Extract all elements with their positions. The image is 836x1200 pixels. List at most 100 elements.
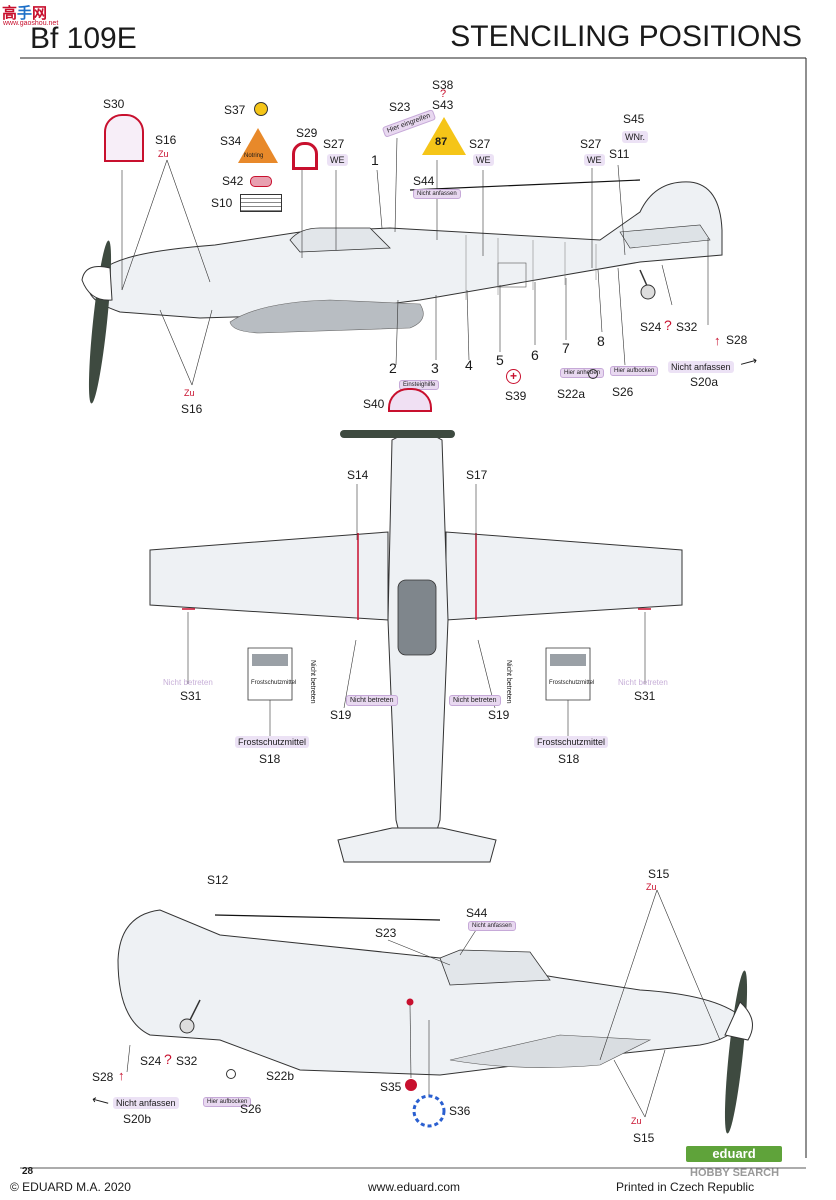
- label-s12: S12: [207, 873, 229, 887]
- label-s16-bottom: S16: [181, 402, 203, 416]
- label-s19-left: S19: [330, 708, 352, 722]
- stencil-s31-left-text: Nicht betreten: [163, 678, 213, 687]
- stencil-s31-right-text: Nicht betreten: [618, 678, 668, 687]
- label-s32-bottom: S32: [176, 1054, 198, 1068]
- page-title-right: STENCILING POSITIONS: [450, 20, 802, 53]
- label-s11: S11: [609, 147, 630, 161]
- label-s36: S36: [449, 1104, 471, 1118]
- position-6: 6: [531, 347, 539, 363]
- position-7: 7: [562, 340, 570, 356]
- label-s15-bottom: S15: [633, 1131, 655, 1145]
- watermark-logo: 高手网: [2, 2, 47, 23]
- top-view-plan: [149, 430, 683, 863]
- label-s40: S40: [363, 397, 385, 411]
- label-s16-top: S16: [155, 133, 177, 147]
- stencil-nicht-anfassen-small: Nicht anfassen: [413, 189, 461, 199]
- question-s24-bottom: ?: [164, 1051, 172, 1067]
- label-s34: S34: [220, 134, 242, 148]
- watermark-url: www.gaoshou.net: [3, 20, 59, 27]
- watermark-char-3: 网: [32, 5, 48, 22]
- label-s18-right: S18: [558, 752, 580, 766]
- stencil-nicht-anfassen-bottom: Nicht anfassen: [113, 1097, 179, 1109]
- label-s28-bottom: S28: [92, 1070, 114, 1084]
- stencil-nicht-betreten-vert-right: Nicht betreten: [505, 660, 512, 704]
- position-4: 4: [465, 357, 473, 373]
- label-s23-bottom: S23: [375, 926, 397, 940]
- stencil-zu-right-bottom: Zu: [631, 1116, 642, 1126]
- page-number: 28: [22, 1166, 34, 1177]
- stencil-nicht-betreten-left: Nicht betreten: [346, 695, 398, 706]
- label-s37: S37: [224, 103, 246, 117]
- stencil-frostschutzmittel-small-right: Frostschutzmittel: [549, 680, 595, 686]
- position-5: 5: [496, 352, 504, 368]
- stencil-wnr: WNr.: [622, 131, 648, 143]
- stencil-s42-marker: [250, 176, 272, 187]
- label-s27-a: S27: [323, 137, 345, 151]
- label-s31-right: S31: [634, 689, 656, 703]
- label-s31-left: S31: [180, 689, 202, 703]
- copyright: © EDUARD M.A. 2020: [10, 1180, 131, 1194]
- red-cross-icon: +: [506, 369, 521, 384]
- label-s44-top: S44: [413, 174, 435, 188]
- page-title-left: Bf 109E: [30, 22, 137, 55]
- position-8: 8: [597, 333, 605, 349]
- label-s32-top: S32: [676, 320, 698, 334]
- stencil-s22b-circle: [226, 1069, 236, 1079]
- watermark-char-1: 高: [2, 5, 18, 22]
- stencil-zu-top: Zu: [158, 149, 169, 159]
- watermark-char-2: 手: [17, 5, 33, 22]
- stencil-nicht-anfassen-small-bottom: Nicht anfassen: [468, 921, 516, 931]
- label-s43: S43: [432, 98, 454, 112]
- stencil-we-c: WE: [584, 154, 605, 166]
- position-3: 3: [431, 360, 439, 376]
- stencil-nicht-betreten-right: Nicht betreten: [449, 695, 501, 706]
- stencil-frostschutzmittel-small-left: Frostschutzmittel: [251, 680, 297, 686]
- website-link[interactable]: www.eduard.com: [368, 1180, 461, 1194]
- stencil-s30-marker: [104, 114, 144, 162]
- label-s20a: S20a: [690, 375, 719, 389]
- side-view-port: [81, 137, 723, 404]
- stencil-s22a-circle: [588, 369, 598, 379]
- label-s26: S26: [612, 385, 634, 399]
- position-2: 2: [389, 360, 397, 376]
- eduard-logo: eduard: [686, 1146, 782, 1162]
- position-1: 1: [371, 152, 379, 168]
- label-s45: S45: [623, 112, 645, 126]
- label-s27-c: S27: [580, 137, 602, 151]
- question-s38: ?: [440, 88, 447, 100]
- label-s22a: S22a: [557, 387, 586, 401]
- stencil-frostschutzmittel-left: Frostschutzmittel: [235, 736, 310, 748]
- stencil-hier-anheben: Hier anheben: [560, 368, 605, 378]
- label-s23-top: S23: [389, 100, 411, 114]
- arrow-up-icon-s28: ↑: [714, 333, 721, 348]
- stencil-s43-marker: [422, 117, 466, 155]
- label-s30: S30: [103, 97, 125, 111]
- stencil-we-a: WE: [327, 154, 348, 166]
- label-s17: S17: [466, 468, 488, 482]
- stencil-notring: Notring: [244, 153, 264, 159]
- label-s38: S38: [432, 78, 454, 92]
- label-s24-top: S24: [640, 320, 662, 334]
- label-s18-left: S18: [259, 752, 281, 766]
- label-s44-bottom: S44: [466, 906, 488, 920]
- label-s39: S39: [505, 389, 527, 403]
- stencil-frostschutzmittel-right: Frostschutzmittel: [534, 736, 609, 748]
- question-s24-top: ?: [664, 317, 672, 333]
- stencil-zu-bottom: Zu: [184, 388, 195, 398]
- stencil-zu-right-top: Zu: [646, 882, 657, 892]
- watermark-hobbysearch: HOBBY SEARCH: [690, 1167, 780, 1179]
- label-s24-bottom: S24: [140, 1054, 162, 1068]
- label-s29: S29: [296, 126, 318, 140]
- label-s19-right: S19: [488, 708, 510, 722]
- stencil-we-b: WE: [473, 154, 494, 166]
- label-s15-top: S15: [648, 867, 670, 881]
- label-s28-top: S28: [726, 333, 748, 347]
- label-s42: S42: [222, 174, 244, 188]
- stencil-s37-marker: [254, 102, 268, 116]
- printed-in: Printed in Czech Republic: [616, 1180, 755, 1194]
- stencil-hier-aufbocken: Hier aufbocken: [610, 366, 659, 376]
- label-s20b: S20b: [123, 1112, 152, 1126]
- stencil-nicht-betreten-vert-left: Nicht betreten: [309, 660, 316, 704]
